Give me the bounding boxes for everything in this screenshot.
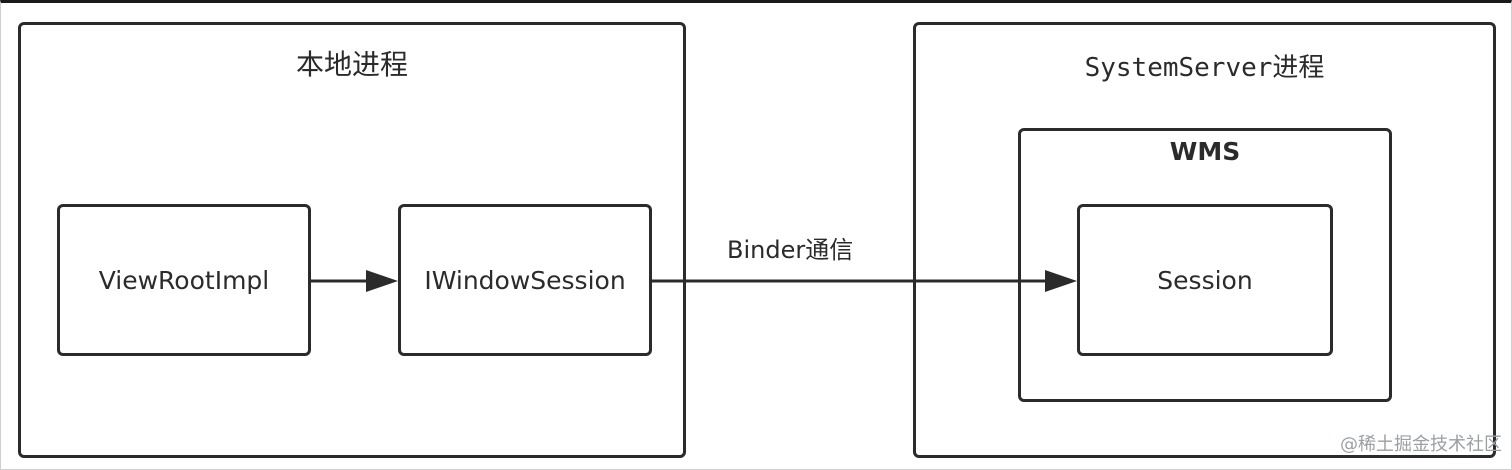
session-node: Session — [1077, 204, 1333, 356]
view-root-impl-label: ViewRootImpl — [98, 265, 270, 295]
iwindow-session-label: IWindowSession — [424, 265, 626, 295]
system-server-title: SystemServer进程 — [1084, 53, 1325, 83]
session-label: Session — [1157, 265, 1253, 295]
iwindow-session-node: IWindowSession — [398, 204, 652, 356]
arrowhead-session — [1045, 270, 1077, 292]
binder-edge-label: Binder通信 — [727, 236, 854, 264]
watermark: @稀土掘金技术社区 — [1340, 434, 1502, 455]
arrowhead-iwindow — [366, 270, 398, 292]
view-root-impl-node: ViewRootImpl — [57, 204, 311, 356]
local-process-title: 本地进程 — [295, 48, 408, 81]
wms-title: WMS — [1169, 137, 1241, 166]
